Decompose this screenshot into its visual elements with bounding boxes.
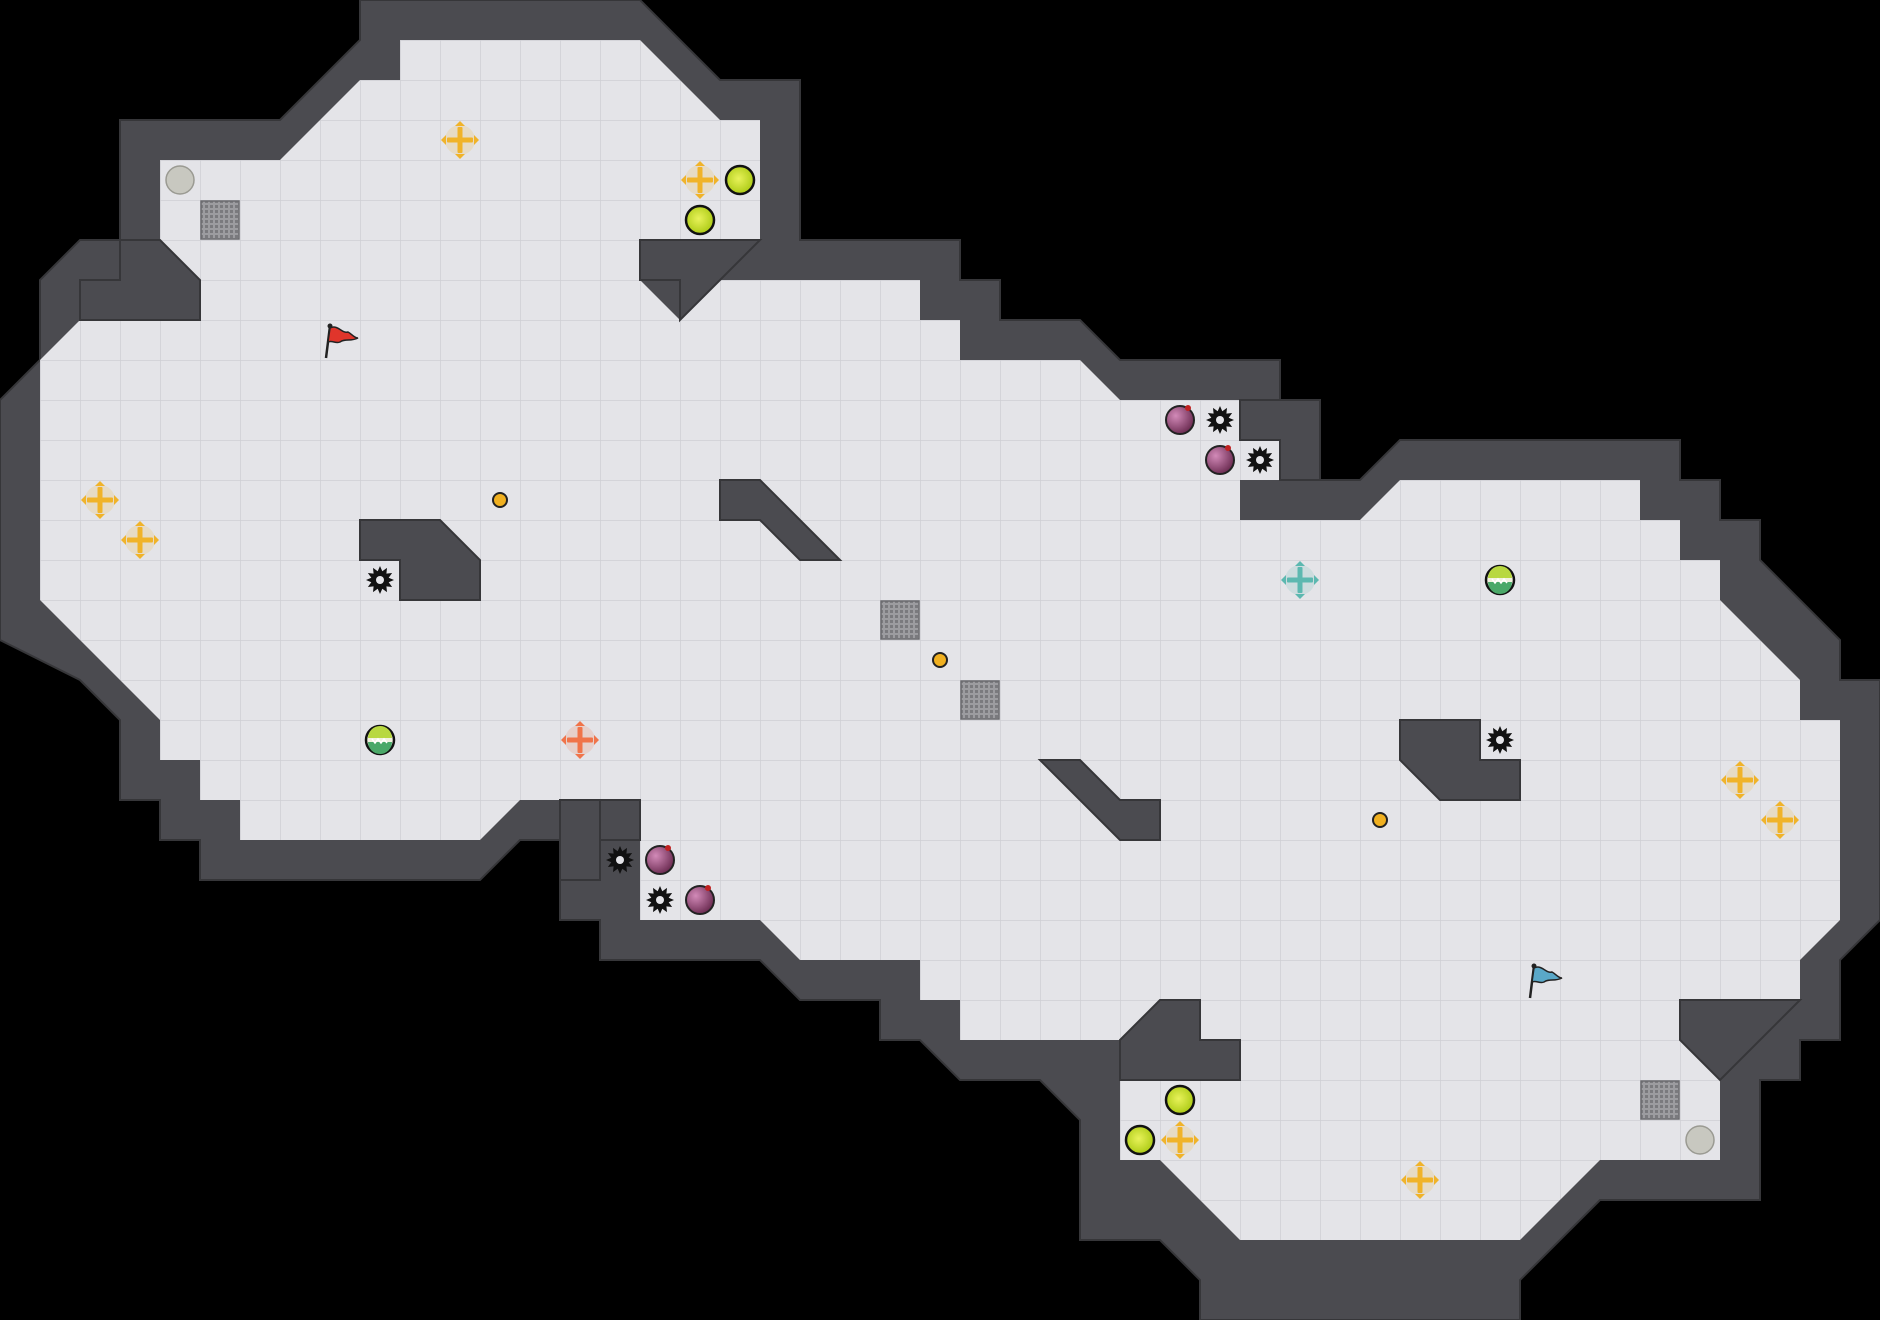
gate-tile-icon — [1640, 1080, 1680, 1120]
yellow-boost-icon — [1401, 1161, 1439, 1199]
wall-obstacles — [359, 399, 1521, 881]
pellet-icon — [1372, 812, 1388, 828]
yellow-powerup-icon — [684, 204, 716, 236]
gate-tile-icon — [200, 200, 240, 240]
portal-icon — [1685, 1125, 1715, 1155]
speed-pad-icon — [1484, 564, 1516, 596]
gate-tile-icon — [960, 680, 1000, 720]
yellow-powerup-icon — [724, 164, 756, 196]
blue-flag-icon — [1528, 963, 1563, 999]
bomb-icon — [645, 845, 675, 875]
yellow-boost-icon — [1721, 761, 1759, 799]
yellow-boost-icon — [81, 481, 119, 519]
spike-icon — [1486, 726, 1514, 754]
neutral-boost-icon — [1281, 561, 1319, 599]
yellow-powerup-icon — [1164, 1084, 1196, 1116]
spike-icon — [1206, 406, 1234, 434]
yellow-boost-icon — [121, 521, 159, 559]
pellet-icon — [492, 492, 508, 508]
portal-icon — [165, 165, 195, 195]
floor — [40, 40, 1840, 1240]
yellow-powerup-icon — [1124, 1124, 1156, 1156]
pellet-icon — [932, 652, 948, 668]
red-boost-icon — [561, 721, 599, 759]
bomb-icon — [1205, 445, 1235, 475]
wall-inner-corners — [79, 239, 1803, 1082]
bomb-icon — [1165, 405, 1195, 435]
spike-icon — [1246, 446, 1274, 474]
yellow-boost-icon — [441, 121, 479, 159]
map-entities — [81, 121, 1799, 1199]
speed-pad-icon — [364, 724, 396, 756]
gate-tile-icon — [880, 600, 920, 640]
red-flag-icon — [324, 323, 359, 359]
yellow-boost-icon — [1761, 801, 1799, 839]
spike-icon — [646, 886, 674, 914]
spike-icon — [366, 566, 394, 594]
bomb-icon — [685, 885, 715, 915]
yellow-boost-icon — [681, 161, 719, 199]
spike-icon — [606, 846, 634, 874]
yellow-boost-icon — [1161, 1121, 1199, 1159]
